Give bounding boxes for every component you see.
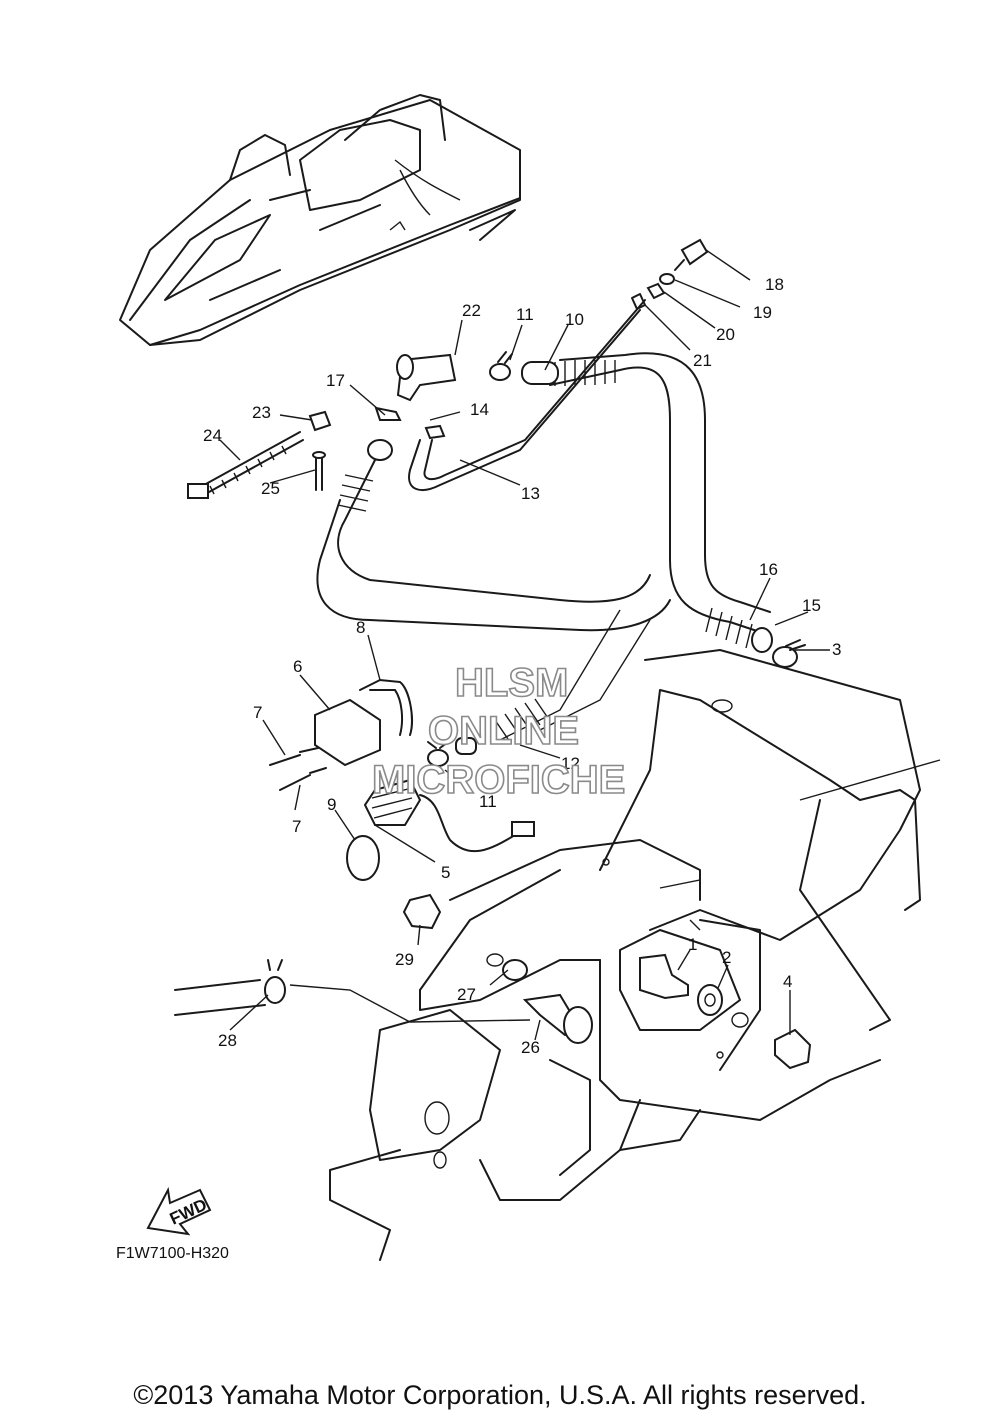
callout-21: 21 [693,351,712,370]
fwd-arrow: FWD [146,1186,212,1236]
callout-12: 12 [561,754,580,773]
callout-20: 20 [716,325,735,344]
callout-29: 29 [395,950,414,969]
callout-25: 25 [261,479,280,498]
leader-lines [219,249,941,1041]
main-hose [316,299,773,755]
callout-7-top: 7 [253,703,262,722]
callout-14: 14 [470,400,489,419]
watercraft-illustration [119,94,521,346]
callout-17: 17 [326,371,345,390]
copyright-notice: ©2013 Yamaha Motor Corporation, U.S.A. A… [133,1380,867,1410]
watermark: HLSM ONLINE MICROFICHE [371,660,626,803]
callout-8: 8 [356,618,365,637]
callout-numbers: 18 19 20 21 22 11 10 17 23 14 24 13 25 1… [203,275,841,1057]
callout-13: 13 [521,484,540,503]
callout-1: 1 [688,935,697,954]
callout-3: 3 [832,640,841,659]
callout-24: 24 [203,426,222,445]
callout-28: 28 [218,1031,237,1050]
callout-23: 23 [252,403,271,422]
callout-11-top: 11 [516,305,534,324]
callout-6: 6 [293,657,302,676]
hull-outline [329,649,921,1261]
watermark-line-2: ONLINE [428,709,579,753]
callout-27: 27 [457,985,476,1004]
callout-15: 15 [802,596,821,615]
diagram-code: F1W7100-H320 [116,1245,229,1262]
callout-18: 18 [765,275,784,294]
watermark-line-3: MICROFICHE [372,758,625,802]
small-parts [174,238,812,1070]
callout-4: 4 [783,972,792,991]
watermark-line-1: HLSM [455,661,568,705]
callout-7-bottom: 7 [292,817,301,836]
callout-2: 2 [722,948,731,967]
callout-19: 19 [753,303,772,322]
callout-11-bottom: 11 [479,792,497,811]
callout-5: 5 [441,863,450,882]
callout-9: 9 [327,795,336,814]
callout-16: 16 [759,560,778,579]
callout-22: 22 [462,301,481,320]
callout-10: 10 [565,310,584,329]
callout-26: 26 [521,1038,540,1057]
